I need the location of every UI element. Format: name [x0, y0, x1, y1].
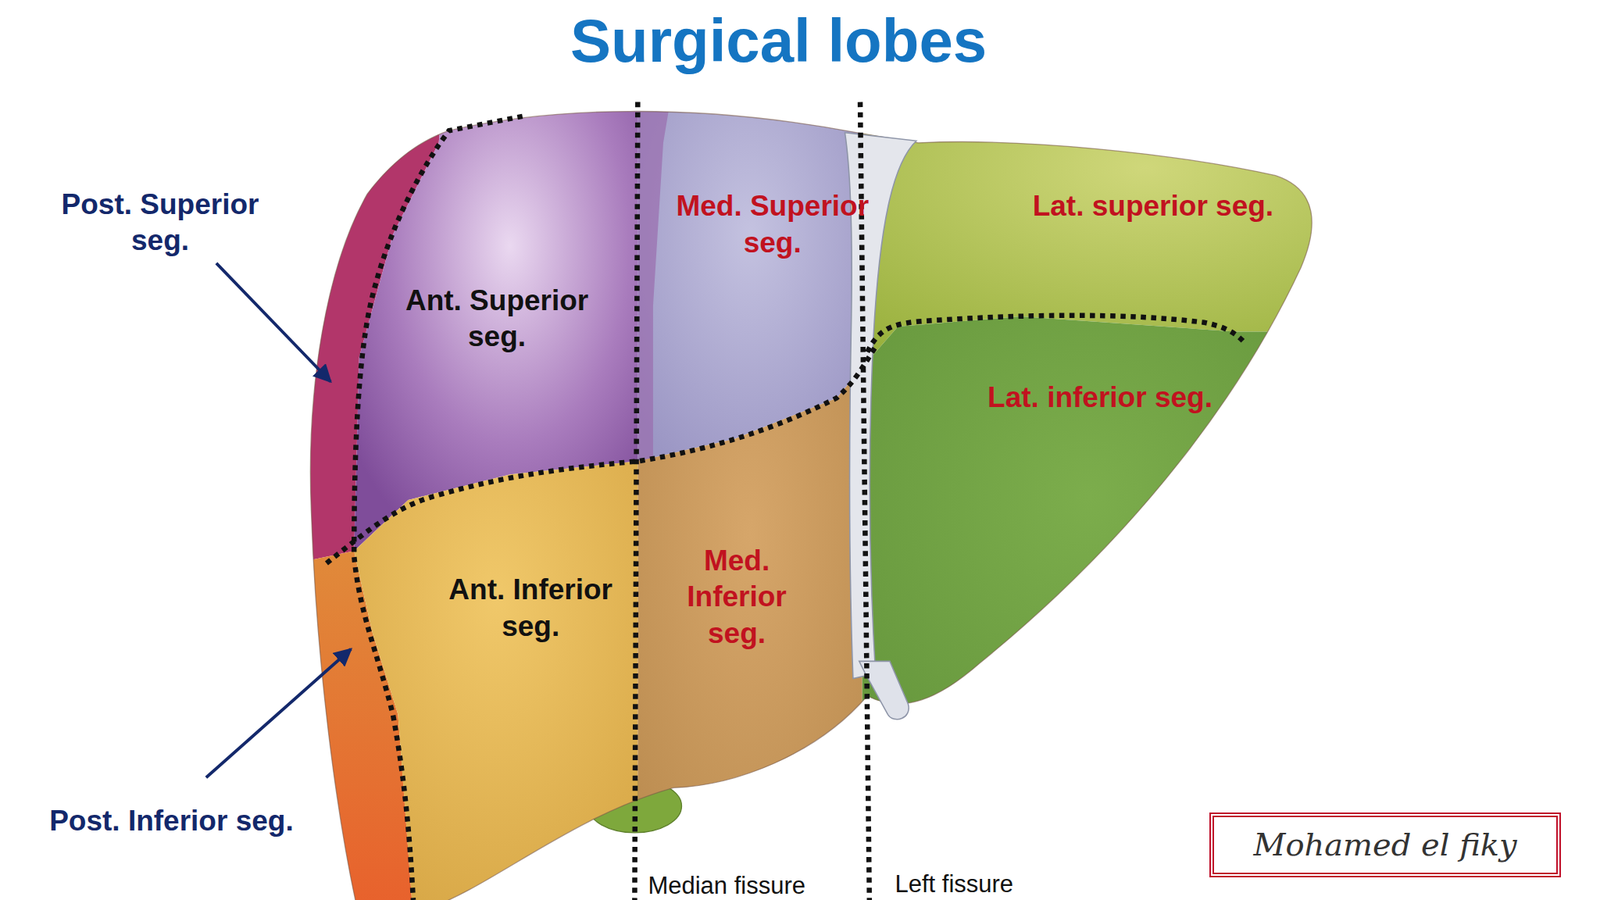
liver-outline: [310, 111, 1312, 900]
ligamentum-teres: [859, 660, 909, 719]
diagram-title: Surgical lobes: [570, 5, 987, 77]
segment-label: Ant. Inferior seg.: [425, 571, 636, 645]
segment-label: Med. Superior seg.: [655, 188, 890, 261]
liver-segments: [255, 81, 1429, 900]
purple-edge-shading: [637, 81, 674, 461]
segment-label: Med. Inferior seg.: [670, 542, 804, 652]
segment-label: Ant. Superior seg.: [387, 282, 607, 355]
watermark-box: Mohamed el fiky: [1209, 812, 1562, 879]
watermark-text: Mohamed el fiky: [1253, 826, 1517, 863]
segment-callout: Post. Inferior seg.: [49, 803, 294, 840]
median-fissure-line: [634, 102, 638, 900]
leader-arrow: [216, 263, 331, 383]
segment-callout: Post. Superior seg.: [46, 185, 274, 259]
lateral-boundary-line: [867, 315, 1243, 353]
leader-arrow: [206, 649, 351, 779]
fissure-label: Left fissure: [894, 869, 1014, 900]
transverse-boundary-line: [326, 346, 876, 564]
fissure-lines: [326, 102, 1243, 900]
fissure-label: Median fissure: [647, 871, 806, 900]
segment-label: Lat. superior seg.: [1032, 188, 1274, 225]
posterior-boundary-line: [353, 116, 523, 900]
anterior-inferior-region: [353, 460, 638, 900]
segment-label: Lat. inferior seg.: [987, 379, 1213, 416]
medial-inferior-region: [637, 367, 862, 900]
